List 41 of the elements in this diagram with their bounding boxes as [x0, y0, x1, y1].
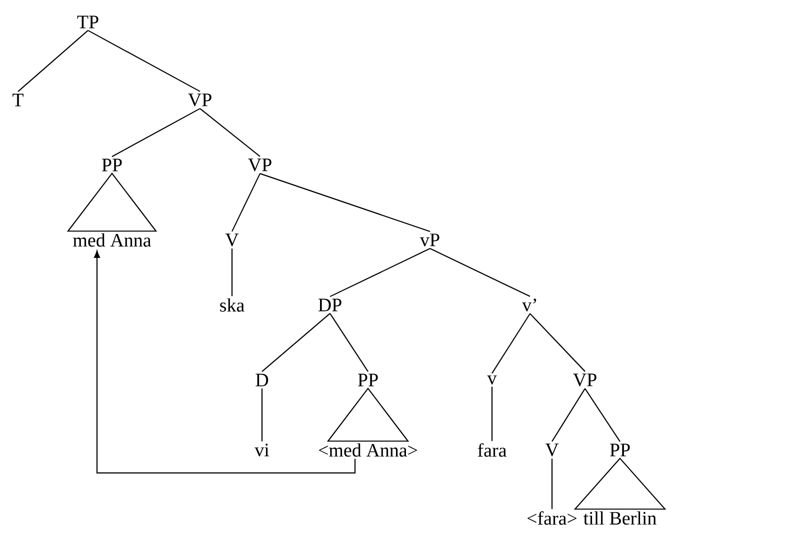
tree-label: <med Anna>: [318, 443, 418, 457]
branch-line: [200, 108, 260, 157]
branch-line: [231, 248, 233, 296]
branch-line: [330, 313, 368, 372]
tree-label: VP: [573, 374, 596, 386]
tree-label: VP: [188, 94, 212, 106]
branch-line: [260, 173, 430, 232]
tree-label: PP: [102, 158, 122, 172]
branch-line: [330, 248, 430, 298]
branch-line: [551, 458, 553, 510]
branch-line: [491, 386, 493, 442]
branch-line: [430, 248, 530, 297]
branch-line: [530, 313, 586, 372]
tree-label: D: [256, 374, 268, 386]
tree-label: ska: [220, 298, 244, 312]
tree-label: T: [12, 94, 24, 106]
branch-line: [261, 388, 263, 442]
tree-label: vi: [254, 444, 270, 456]
branch-line: [552, 388, 586, 442]
tree-label: V: [545, 444, 559, 456]
branch-line: [112, 108, 200, 158]
tree-label: TP: [77, 16, 98, 28]
branch-line: [232, 173, 260, 232]
tree-label: v: [487, 376, 497, 384]
branch-line: [262, 313, 330, 372]
tree-label: PP: [610, 444, 630, 456]
tree-label: <fara>: [527, 511, 577, 525]
tree-label: med Anna: [73, 233, 152, 247]
tree-label: till Berlin: [584, 511, 656, 525]
tree-label: V: [225, 234, 239, 246]
branch-line: [88, 30, 200, 92]
tree-label: PP: [358, 374, 378, 386]
branch-line: [492, 313, 530, 374]
branch-line: [18, 30, 88, 92]
tree-label: vP: [420, 234, 440, 246]
tree-label: VP: [248, 158, 272, 172]
tree-label: DP: [318, 298, 342, 312]
tree-label: v’: [522, 298, 536, 312]
tree-label: fara: [478, 443, 506, 457]
branch-line: [584, 388, 620, 442]
movement-arrow: [94, 250, 356, 474]
